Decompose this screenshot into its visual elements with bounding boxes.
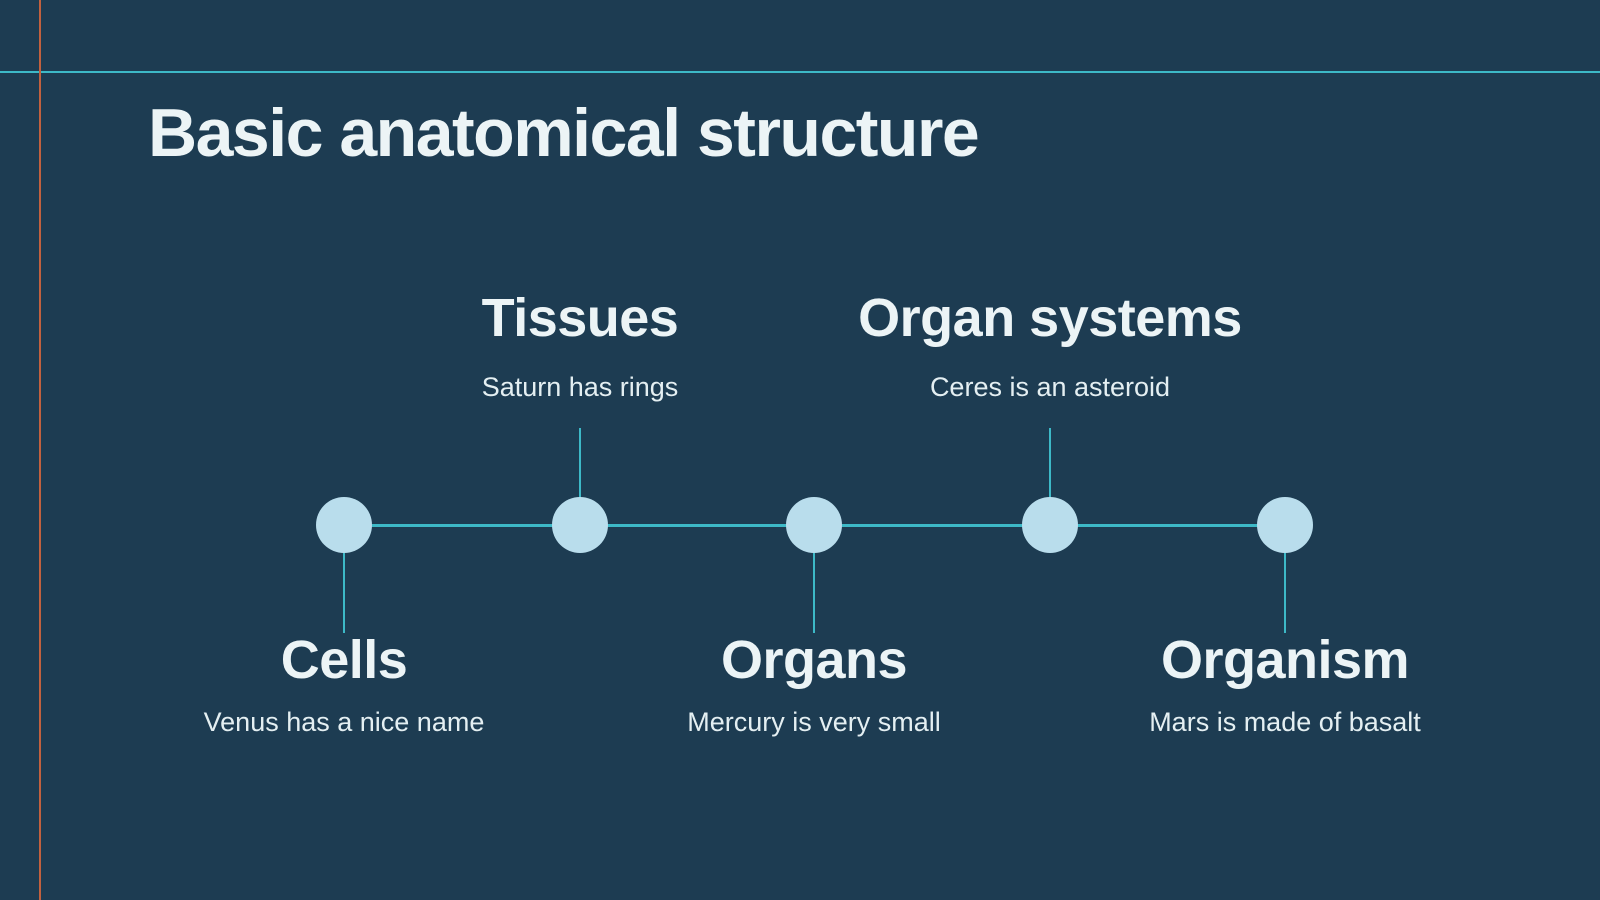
connector-line-organ-systems	[1049, 428, 1051, 500]
timeline-dot-cells	[316, 497, 372, 553]
timeline-dot-organism	[1257, 497, 1313, 553]
timeline-dot-tissues	[552, 497, 608, 553]
timeline-item-label: Tissues	[481, 288, 679, 348]
connector-line-tissues	[579, 428, 581, 500]
left-vertical-accent-line	[39, 0, 41, 900]
timeline-item-description: Ceres is an asteroid	[929, 372, 1171, 402]
timeline-item-description: Mars is made of basalt	[1149, 707, 1421, 737]
timeline-item-label: Cells	[280, 630, 408, 690]
slide-title: Basic anatomical structure	[148, 95, 980, 171]
timeline-item-description: Venus has a nice name	[203, 707, 485, 737]
timeline-item-label: Organs	[720, 630, 908, 690]
timeline-item-description: Saturn has rings	[481, 372, 679, 402]
connector-line-organs	[813, 552, 815, 633]
timeline-item-label: Organ systems	[858, 288, 1242, 348]
connector-line-cells	[343, 552, 345, 633]
timeline-dot-organ-systems	[1022, 497, 1078, 553]
timeline-dot-organs	[786, 497, 842, 553]
connector-line-organism	[1284, 552, 1286, 633]
top-horizontal-rule	[0, 71, 1600, 73]
timeline-item-label: Organism	[1160, 630, 1410, 690]
timeline-item-description: Mercury is very small	[687, 707, 941, 737]
